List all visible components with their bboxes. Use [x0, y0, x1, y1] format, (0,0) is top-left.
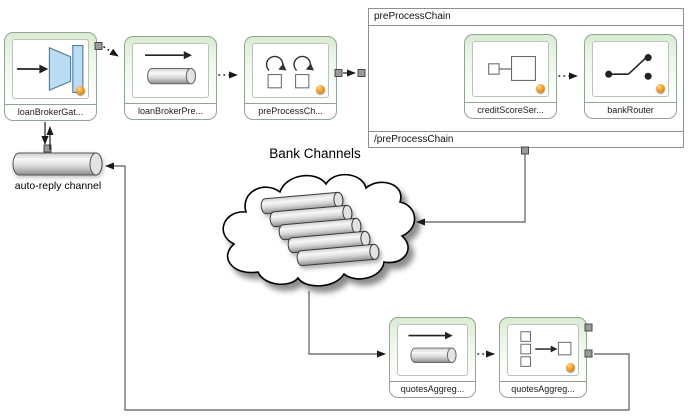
node-preprocess-chain[interactable]: preProcessCh...: [244, 36, 337, 120]
gateway-icon: [12, 39, 89, 99]
endpoint-badge: [536, 84, 545, 93]
node-label: preProcessCh...: [245, 103, 336, 119]
endpoint-badge: [76, 86, 85, 95]
service-activator-icon: [472, 41, 549, 97]
node-loanbroker-gateway[interactable]: loanBrokerGat...: [4, 32, 97, 121]
node-bank-router[interactable]: bankRouter: [584, 34, 677, 119]
router-icon: [592, 41, 669, 97]
node-quotes-aggregation-channel[interactable]: quotesAggreg...: [389, 317, 476, 398]
endpoint-badge: [656, 84, 665, 93]
aggregator-icon: [507, 324, 579, 376]
group-footer: /preProcessChain: [369, 131, 683, 147]
auto-reply-channel-label: auto-reply channel: [14, 180, 102, 192]
node-loanbroker-preprocessing-channel[interactable]: loanBrokerPre...: [124, 36, 217, 120]
node-label: quotesAggreg...: [390, 381, 475, 397]
bank-channels-label: Bank Channels: [269, 146, 361, 161]
endpoint-badge: [316, 85, 325, 94]
node-label: loanBrokerPre...: [125, 103, 216, 119]
endpoint-badge: [566, 363, 575, 372]
node-label: quotesAggreg...: [500, 381, 586, 397]
node-label: bankRouter: [585, 102, 676, 118]
node-label: creditScoreSer...: [465, 102, 556, 118]
node-credit-score-service[interactable]: creditScoreSer...: [464, 34, 557, 119]
node-label: loanBrokerGat...: [5, 104, 96, 120]
channel-icon: [132, 43, 209, 98]
channel-icon: [397, 324, 468, 376]
auto-reply-channel-cylinder[interactable]: [12, 152, 103, 176]
group-title: preProcessChain: [369, 9, 683, 26]
chain-icon: [252, 43, 329, 98]
node-quotes-aggregator[interactable]: quotesAggreg...: [499, 317, 587, 398]
